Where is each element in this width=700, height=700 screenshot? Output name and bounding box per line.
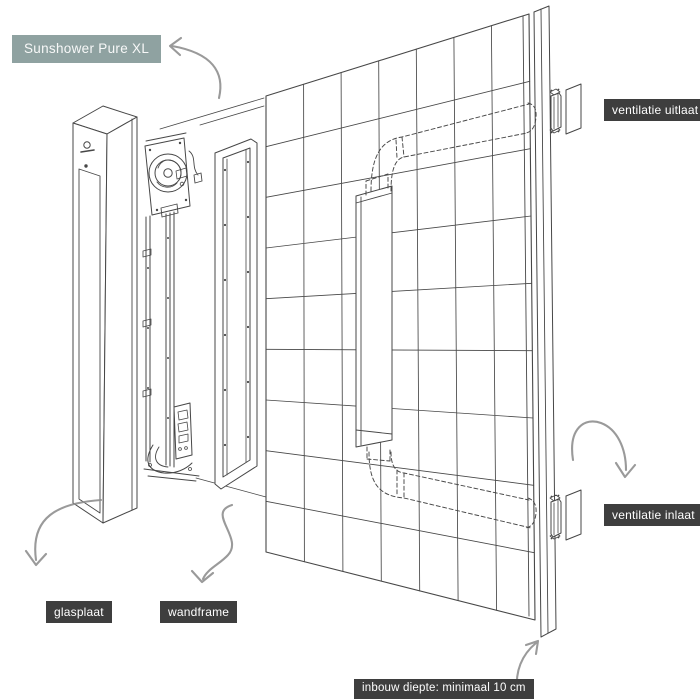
tile-grid	[265, 25, 535, 611]
vent-outlet-assembly	[549, 83, 582, 135]
arrow-to-vent-inlet-label	[571, 420, 637, 479]
sunshower-logo-icon	[80, 141, 95, 168]
arrow-to-wandframe-label	[190, 503, 234, 584]
fan-icon	[144, 137, 191, 218]
wall-frame	[214, 138, 258, 490]
product-label: Sunshower Pure XL	[12, 35, 162, 63]
depth-note-label: inbouw diepte: minimaal 10 cm	[354, 679, 534, 699]
ventilation-inlet-label: ventilatie inlaat	[604, 504, 700, 526]
vent-bracket	[549, 88, 562, 134]
tiled-wall	[265, 13, 536, 621]
guide-lines	[159, 97, 267, 498]
fan-scroll-foot	[143, 444, 200, 482]
arrow-to-glass-label	[24, 498, 103, 567]
uv-unit	[142, 132, 203, 482]
ventilation-outlet-label: ventilatie uitlaat	[604, 99, 700, 121]
glass-panel	[72, 105, 138, 524]
wall-channel	[355, 185, 393, 448]
back-wall-panel	[533, 5, 557, 638]
glass-plate-label: glasplaat	[46, 601, 112, 623]
unit-rails	[145, 211, 175, 468]
wall-frame-label: wandframe	[160, 601, 238, 623]
power-cable	[188, 150, 199, 176]
control-box	[173, 402, 193, 460]
vent-cover-plate	[565, 83, 582, 135]
duct-top	[365, 102, 537, 196]
arrow-to-product-label	[168, 36, 222, 100]
duct-bottom	[366, 446, 537, 529]
